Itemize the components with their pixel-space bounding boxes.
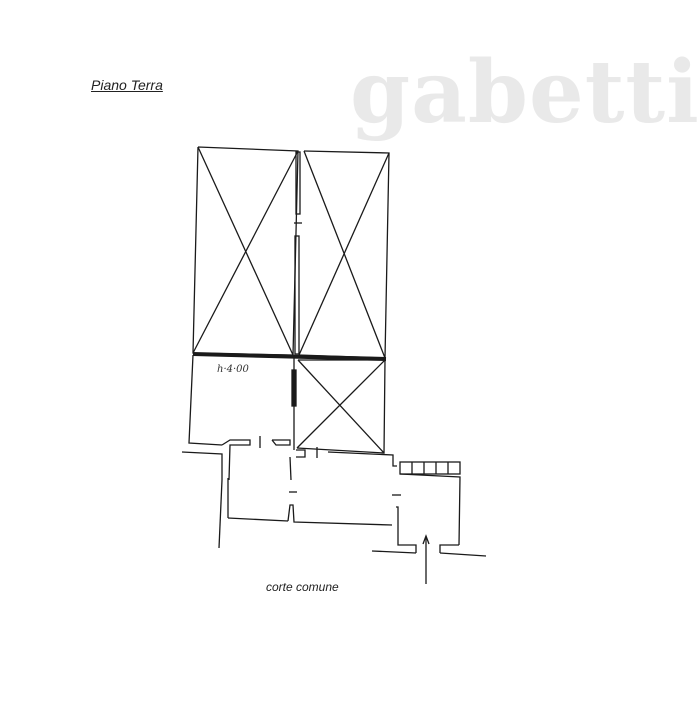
- entry-arrow-icon: [422, 534, 430, 584]
- courtyard-label: corte comune: [266, 580, 339, 594]
- floor-title: Piano Terra: [91, 77, 163, 93]
- gabetti-watermark: gabetti: [350, 42, 698, 143]
- height-annotation: h·4·00: [217, 364, 249, 375]
- upper-left-void: [192, 146, 299, 356]
- lower-right-void: [296, 359, 386, 454]
- upper-right-void: [298, 150, 390, 359]
